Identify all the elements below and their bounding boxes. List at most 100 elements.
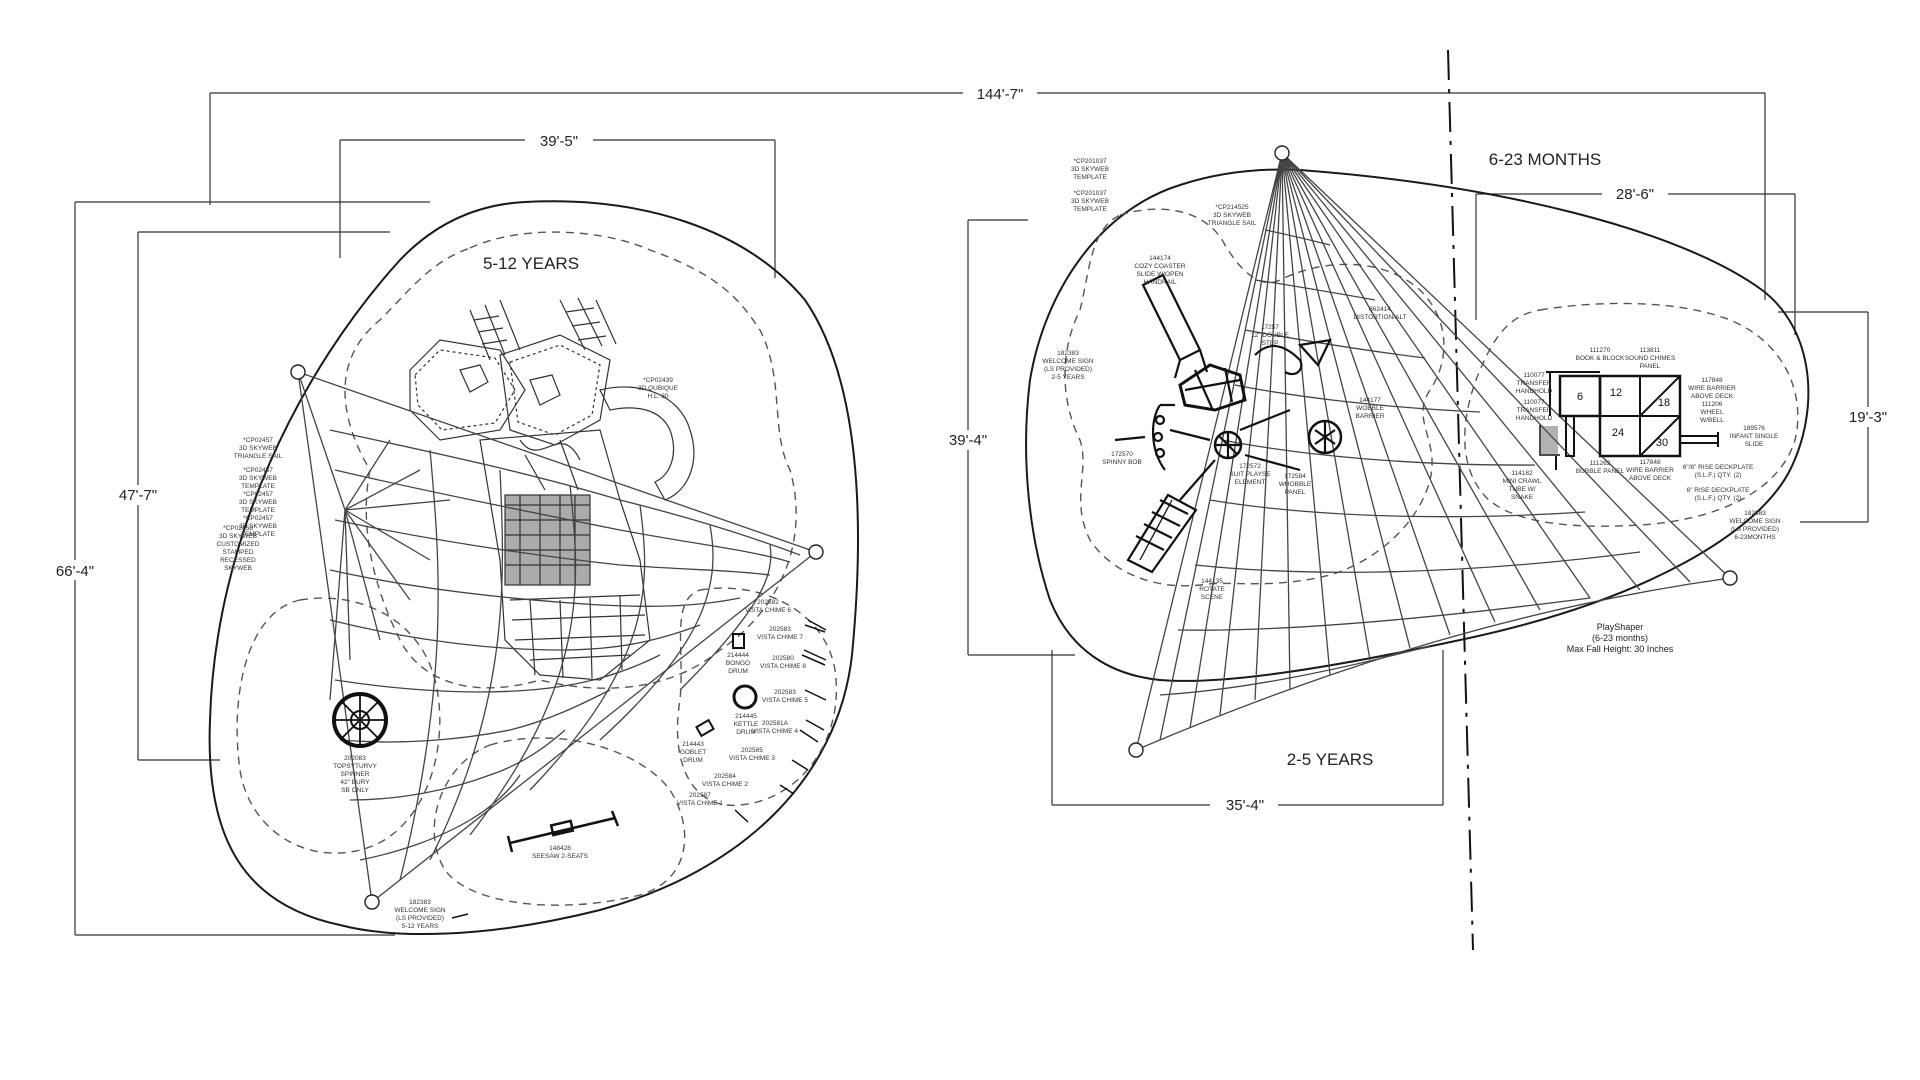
label-line: 148428 [549,845,571,852]
label-line: RECESSED [220,557,256,564]
label-line: COZY COASTER [1134,263,1185,270]
label-line: SLIDE [1745,441,1764,448]
label-line: WIRE BARRIER [1626,467,1674,474]
label-line: 862414 [1369,306,1391,313]
label-line: 189576 [1743,425,1765,432]
label-line: SNAKE [1511,494,1534,501]
label-line: TRANSFER [1516,380,1551,387]
label-line: HANDHOLD [1516,388,1553,395]
label-line: 111262 [1590,460,1611,467]
bongo-drum [732,633,745,649]
label-line: H.L. 30 [648,393,669,400]
playshaper-title: PlayShaper [1597,622,1644,632]
label-line: *CP214525 [1215,204,1249,211]
label-line: VISTA CHIME 4 [752,728,798,735]
label-line: SLIDE W/OPEN [1137,271,1184,278]
label-custom-left: *CP02457 3D SKYWEB TRIANGLE SAIL *CP0245… [217,437,283,572]
deck-height-6: 6 [1577,391,1583,403]
label-line: 144174 [1149,255,1171,262]
label-line: 117848 [1639,459,1661,466]
left-central-play-structure [409,297,695,681]
goblet-drum [695,718,715,738]
zone-label-2-5: 2-5 YEARS [1287,750,1374,769]
label-line: 3D SKYWEB [239,523,277,530]
label-line: SPINNY BOB [1102,459,1142,466]
label-line: 3D SKYWEB [1213,212,1251,219]
label-line: INFANT SINGLE [1730,433,1779,440]
toddler-play-structure [1539,371,1719,470]
label-line: (LS PROVIDED) [1044,366,1092,373]
label-line: 110077 [1523,399,1545,406]
label-line: VISTA CHIME 3 [729,755,775,762]
label-line: WELCOME SIGN [1042,358,1094,365]
label-line: 3D SKYWEB [1071,198,1109,205]
dim-right-bottom-width: 35'-4" [1226,797,1264,814]
label-line: *CP02457 [243,467,273,474]
dimension-labels: 144'-7" 39'-5" 66'-4" 47'-7" 39'-4" 35'-… [45,84,1898,814]
left-play-area-boundary [208,200,859,935]
label-line: SB ONLY [341,787,369,794]
label-line: WIRE BARRIER [1688,385,1736,392]
label-line: 114182 [1511,470,1533,477]
label-line: CUSTOMIZED [217,541,260,548]
label-line: 42" BURY [340,779,370,786]
label-line: SCENE [1201,594,1224,601]
label-line: SPINNER [341,771,370,778]
label-line: 202585 [741,747,763,754]
topsy-turvy-spinner [332,692,388,748]
label-line: 113811 [1640,347,1661,354]
dim-toddler-height: 19'-3" [1849,409,1887,426]
label-line: 214443 [682,741,704,748]
label-line: *CP201037 [1073,190,1107,197]
label-line: 202580 [772,655,794,662]
label-welcome-left: 182383 WELCOME SIGN (LS PROVIDED) 5-12 Y… [394,899,446,930]
left-skyweb-net [297,371,817,903]
kettle-drum [732,684,758,710]
deck-height-12: 12 [1610,387,1622,399]
label-line: VISTA CHIME 7 [757,634,803,641]
label-line: 144177 [1359,397,1381,404]
label-line: DISTORTION/ALT [1353,314,1406,321]
label-line: (S.L.F.) QTY. (2) [1695,495,1742,502]
label-line: VISTA CHIME 1 [677,800,723,807]
right-skyweb-net [1135,152,1731,751]
left-use-zone-seesaw [433,737,686,906]
label-line: SEESAW 2-SEATS [532,853,589,860]
label-line: 214445 [735,713,757,720]
label-line: *CP02439 [643,377,673,384]
label-line: 3D SKYWEB [219,533,257,540]
label-line: 202583 [774,689,796,696]
label-line: PANEL [1285,489,1306,496]
label-line: 5-12 YEARS [402,923,439,930]
label-line: 202583 [769,626,791,633]
label-line: TEMPLATE [241,507,275,514]
label-line: GOBLET [680,749,706,756]
label-line: 2-5 YEARS [1051,374,1085,381]
label-line: WOBBLE [1356,405,1384,412]
deck-height-30: 30 [1656,437,1668,449]
label-line: (LS PROVIDED) [396,915,444,922]
label-line: 172570 [1111,451,1133,458]
welcome-sign-left-icon [451,913,469,919]
label-line: 202581A [762,720,789,727]
label-line: 182383 [1744,510,1766,517]
seesaw-2-seats [506,810,620,853]
label-line: 111206 [1702,401,1723,408]
label-line: ROTATE [1199,586,1225,593]
label-line: 214444 [727,652,749,659]
dim-left-top-width: 39'-5" [540,133,578,150]
label-line: 172584 [1284,473,1306,480]
left-net-anchor-posts [290,364,824,910]
label-line: 6" RISE DECKPLATE [1687,487,1751,494]
label-line: ABOVE DECK [1629,475,1672,482]
label-line: BARRIER [1356,413,1385,420]
label-line: TOPSYTURVY [333,763,377,770]
label-line: VISTA CHIME 6 [745,607,791,614]
label-spinner: 202083 TOPSYTURVY SPINNER 42" BURY SB ON… [333,755,377,794]
label-line: 117848 [1701,377,1723,384]
label-line: 182383 [409,899,431,906]
label-line: *CP02457 [243,491,273,498]
zone-label-6-23: 6-23 MONTHS [1489,150,1601,169]
label-line: BONGO [726,660,750,667]
